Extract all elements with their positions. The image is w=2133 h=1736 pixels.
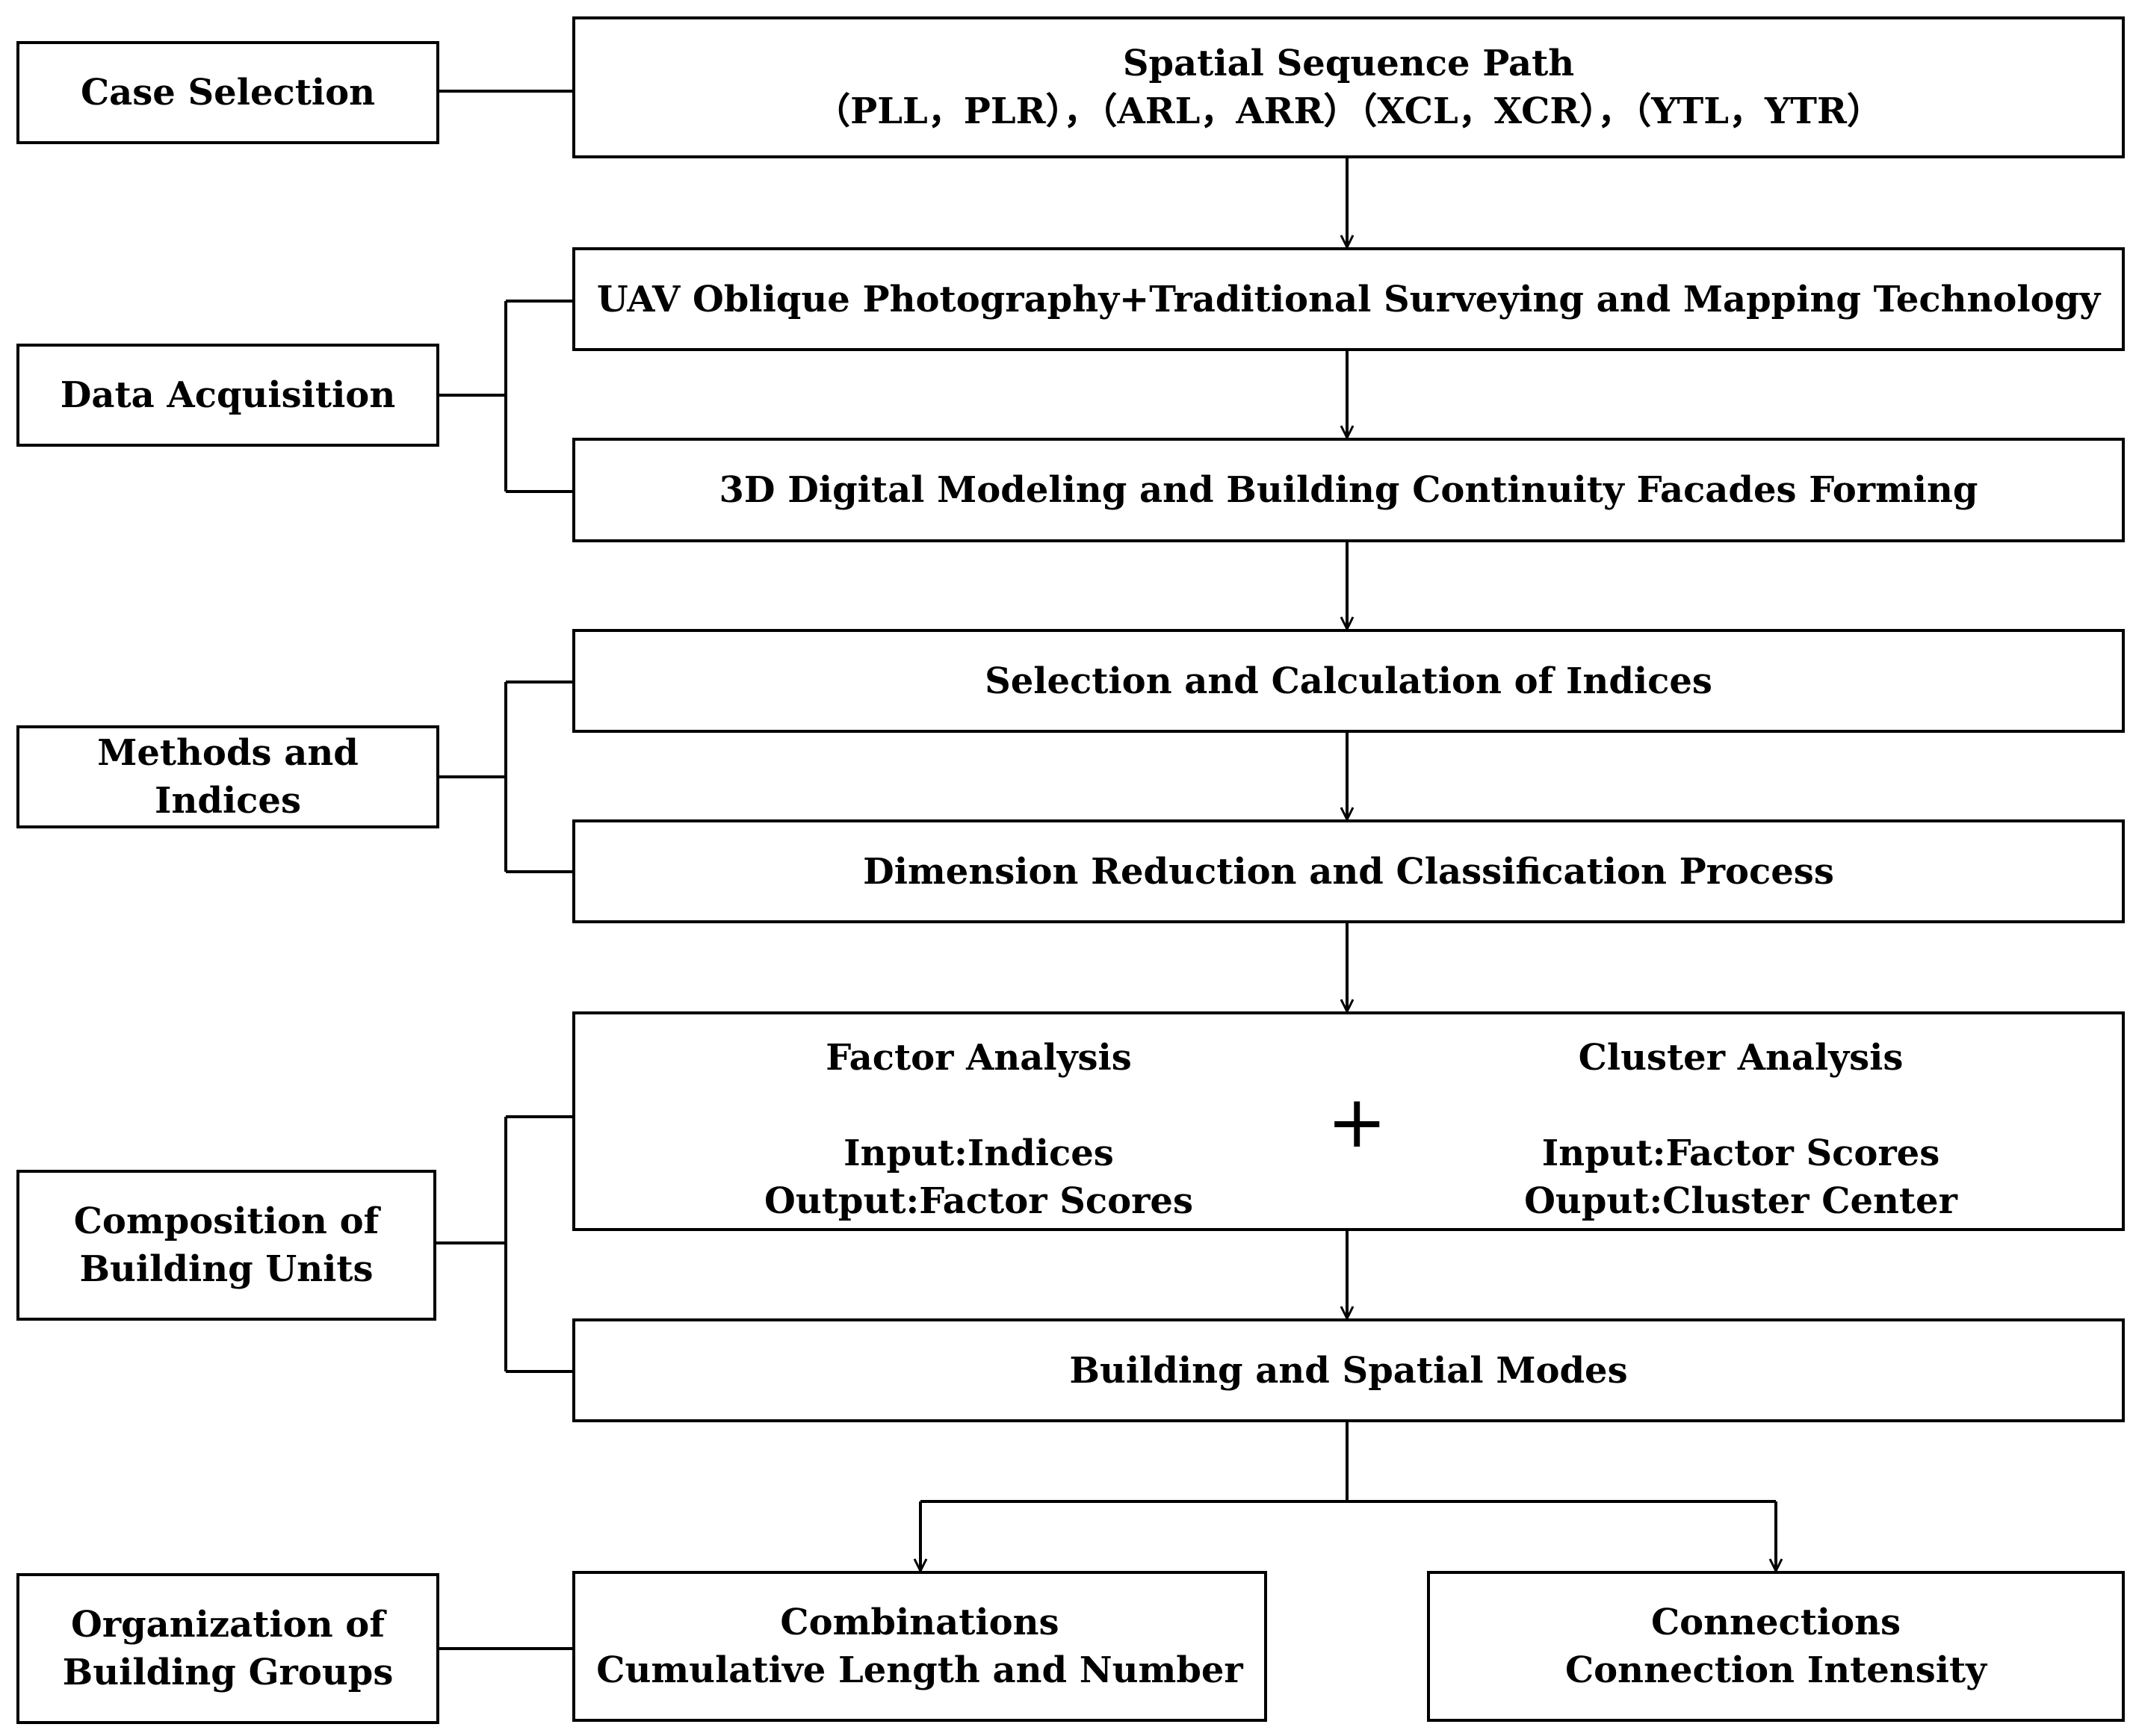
bracket-data-acquisition: [439, 300, 572, 493]
spatial-sequence-paths: （PLL，PLR），（ARL，ARR）（XCL，XCR），（YTL，YTR）: [814, 90, 1883, 132]
connections-subtitle: Connection Intensity: [1564, 1649, 1987, 1691]
organization-label-line2: Building Groups: [62, 1652, 394, 1693]
combinations-title: Combinations: [780, 1602, 1059, 1643]
uav-photography-label: UAV Oblique Photography+Traditional Surv…: [596, 278, 2101, 320]
dimension-reduction-box: Dimension Reduction and Classification P…: [572, 819, 2125, 923]
indices-selection-label: Selection and Calculation of Indices: [985, 660, 1712, 702]
factor-analysis-column: Factor Analysis Input:Indices Output:Fac…: [755, 1034, 1203, 1225]
data-acquisition-label: Data Acquisition: [60, 374, 396, 416]
digital-modeling-box: 3D Digital Modeling and Building Continu…: [572, 438, 2125, 542]
spatial-modes-box: Building and Spatial Modes: [572, 1318, 2125, 1422]
case-selection-label: Case Selection: [80, 72, 376, 114]
plus-sign: +: [1327, 1080, 1387, 1164]
digital-modeling-label: 3D Digital Modeling and Building Continu…: [719, 469, 1978, 511]
methods-indices-label: Methods and Indices: [97, 732, 359, 822]
data-acquisition-box: Data Acquisition: [16, 344, 439, 447]
composition-label-line2: Building Units: [79, 1248, 374, 1290]
spatial-sequence-box: Spatial Sequence Path （PLL，PLR），（ARL，ARR…: [572, 16, 2125, 158]
combinations-subtitle: Cumulative Length and Number: [596, 1649, 1243, 1691]
bracket-composition: [436, 1115, 572, 1373]
case-selection-box: Case Selection: [16, 41, 439, 144]
spatial-sequence-title: Spatial Sequence Path: [1122, 43, 1575, 84]
indices-selection-box: Selection and Calculation of Indices: [572, 629, 2125, 733]
dimension-reduction-label: Dimension Reduction and Classification P…: [863, 850, 1834, 893]
split-connector: [920, 1422, 1776, 1503]
methods-indices-box: Methods and Indices: [16, 725, 439, 828]
organization-label-line1: Organization of: [71, 1604, 385, 1646]
composition-box: Composition of Building Units: [16, 1170, 436, 1321]
analysis-box: [572, 1011, 2125, 1231]
combinations-box: Combinations Cumulative Length and Numbe…: [572, 1571, 1267, 1722]
factor-analysis-input: Input:Indices: [843, 1132, 1114, 1174]
factor-analysis-output: Output:Factor Scores: [764, 1180, 1193, 1222]
cluster-analysis-title: Cluster Analysis: [1578, 1037, 1904, 1079]
composition-label-line1: Composition of: [73, 1200, 380, 1242]
cluster-analysis-column: Cluster Analysis Input:Factor Scores Oup…: [1517, 1034, 1965, 1225]
organization-box: Organization of Building Groups: [16, 1573, 439, 1724]
cluster-analysis-output: Ouput:Cluster Center: [1524, 1180, 1957, 1222]
factor-analysis-title: Factor Analysis: [826, 1037, 1132, 1079]
uav-photography-box: UAV Oblique Photography+Traditional Surv…: [572, 247, 2125, 351]
spatial-modes-label: Building and Spatial Modes: [1069, 1349, 1628, 1392]
cluster-analysis-input: Input:Factor Scores: [1541, 1132, 1940, 1174]
bracket-methods: [439, 681, 572, 873]
connections-box: Connections Connection Intensity: [1427, 1571, 2125, 1722]
connections-title: Connections: [1650, 1602, 1901, 1643]
